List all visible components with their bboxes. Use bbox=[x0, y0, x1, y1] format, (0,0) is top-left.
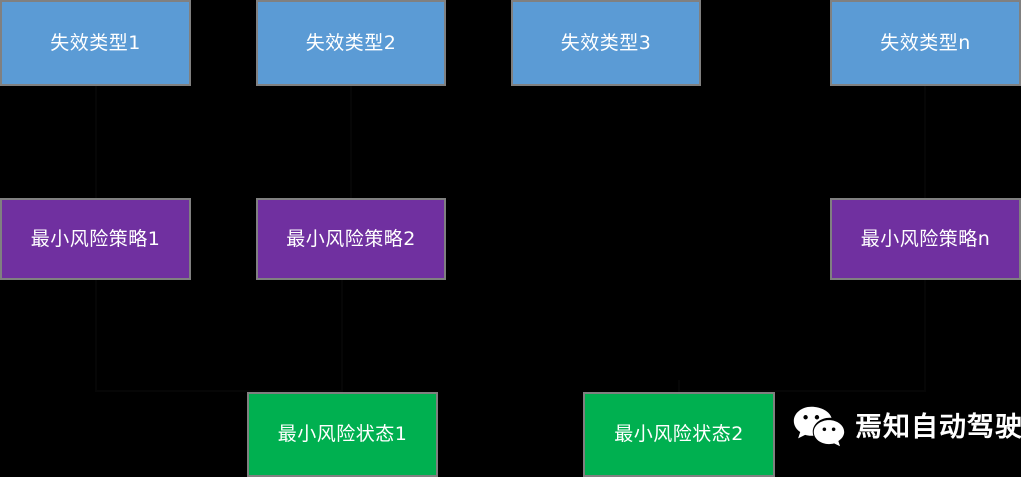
connector-failure2-strategy2 bbox=[350, 86, 352, 198]
connector-strategy2-state1 bbox=[341, 280, 343, 392]
connector-failure1-strategy1 bbox=[95, 86, 97, 198]
node-label: 最小风险策略2 bbox=[286, 227, 416, 250]
connector-state2-top bbox=[678, 380, 680, 392]
node-label: 失效类型n bbox=[880, 31, 971, 54]
node-minimal-risk-strategy-n[interactable]: 最小风险策略n bbox=[830, 198, 1021, 280]
node-label: 最小风险状态1 bbox=[277, 423, 408, 446]
node-failure-type-n[interactable]: 失效类型n bbox=[830, 0, 1021, 86]
node-label: 失效类型3 bbox=[560, 31, 652, 54]
wechat-icon bbox=[793, 406, 845, 447]
watermark-text: 焉知自动驾驶 bbox=[855, 411, 1021, 443]
node-failure-type-1[interactable]: 失效类型1 bbox=[0, 0, 191, 86]
connector-strategyn-state2-horizontal bbox=[679, 390, 925, 392]
node-minimal-risk-state-1[interactable]: 最小风险状态1 bbox=[247, 392, 438, 477]
connector-strategyn-state2 bbox=[924, 280, 926, 392]
connector-strategy1-state1 bbox=[95, 280, 97, 392]
node-label: 失效类型2 bbox=[305, 31, 397, 54]
connector-failuren-strategyn bbox=[924, 86, 926, 198]
node-minimal-risk-state-2[interactable]: 最小风险状态2 bbox=[583, 392, 775, 477]
node-failure-type-2[interactable]: 失效类型2 bbox=[256, 0, 446, 86]
node-label: 最小风险策略n bbox=[860, 227, 991, 250]
wechat-watermark: 焉知自动驾驶 bbox=[793, 405, 1021, 449]
node-minimal-risk-strategy-2[interactable]: 最小风险策略2 bbox=[256, 198, 446, 280]
connector-strategy1-state1-horizontal bbox=[95, 390, 342, 392]
node-label: 最小风险状态2 bbox=[614, 423, 744, 446]
node-label: 最小风险策略1 bbox=[30, 227, 161, 250]
node-label: 失效类型1 bbox=[50, 31, 141, 54]
node-failure-type-3[interactable]: 失效类型3 bbox=[511, 0, 701, 86]
node-minimal-risk-strategy-1[interactable]: 最小风险策略1 bbox=[0, 198, 191, 280]
